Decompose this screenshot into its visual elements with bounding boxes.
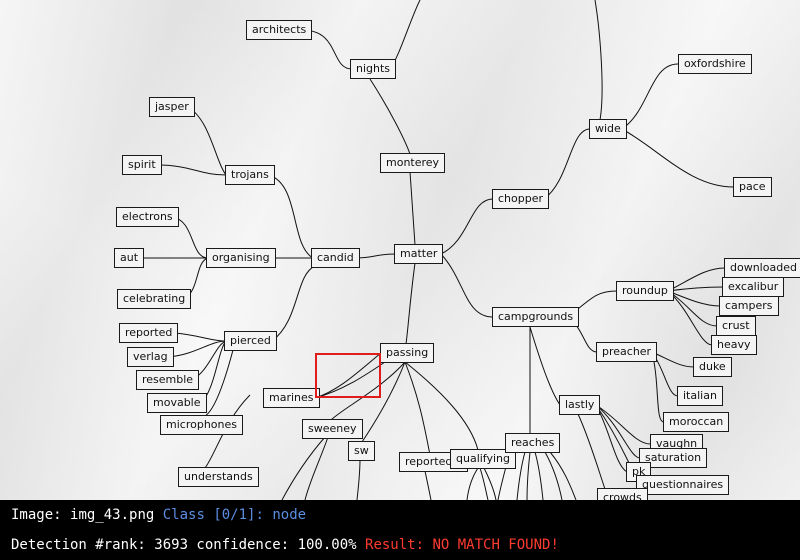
node-matter[interactable]: matter <box>394 244 446 266</box>
node-moroccan[interactable]: moroccan <box>663 412 732 434</box>
node-resemble[interactable]: resemble <box>136 370 202 392</box>
node-understands[interactable]: understands <box>178 467 261 489</box>
edge <box>173 332 227 342</box>
edge <box>424 470 432 500</box>
node-duke[interactable]: duke <box>693 357 734 379</box>
edge <box>516 451 526 500</box>
edge <box>204 394 251 469</box>
edge <box>404 361 479 451</box>
edge <box>651 351 695 368</box>
edge <box>268 174 314 259</box>
node-oxfordshire[interactable]: oxfordshire <box>678 54 754 76</box>
node-downloaded[interactable]: downloaded <box>724 258 800 280</box>
edge <box>409 171 416 246</box>
node-candid[interactable]: candid <box>311 248 362 270</box>
node-pace[interactable]: pace <box>733 177 774 199</box>
edge <box>595 404 641 459</box>
edge <box>187 106 227 176</box>
node-italian[interactable]: italian <box>677 386 725 408</box>
edge <box>404 361 431 456</box>
edge <box>361 361 406 443</box>
image-label: Image: <box>11 507 62 523</box>
node-passing[interactable]: passing <box>380 343 437 365</box>
edge <box>204 349 234 417</box>
edge <box>534 451 544 500</box>
node-architects[interactable]: architects <box>246 20 315 42</box>
edge <box>440 253 494 318</box>
node-trojans[interactable]: trojans <box>225 165 277 187</box>
edge <box>301 29 353 70</box>
node-qualifying[interactable]: qualifying <box>450 449 519 471</box>
status-bar: Image: img_43.png Class [0/1]: node Dete… <box>0 500 800 560</box>
edge <box>479 467 489 500</box>
node-campgrounds[interactable]: campgrounds <box>492 307 582 329</box>
node-organising[interactable]: organising <box>206 248 278 270</box>
node-reported[interactable]: reported <box>119 323 181 345</box>
node-roundup[interactable]: roundup <box>616 281 676 303</box>
node-movable[interactable]: movable <box>147 393 209 415</box>
node-heavy[interactable]: heavy <box>711 335 758 357</box>
edge <box>354 253 396 259</box>
node-wide[interactable]: wide <box>589 119 629 141</box>
edge <box>529 326 561 406</box>
edge <box>271 265 316 342</box>
detection-highlight-box <box>315 353 381 398</box>
node-questionnaires[interactable]: questionnaires <box>636 475 732 497</box>
edge <box>157 164 227 176</box>
node-marines[interactable]: marines <box>263 388 322 410</box>
edges-layer <box>139 0 735 500</box>
edge <box>667 286 724 292</box>
edge <box>667 290 718 327</box>
edge <box>543 128 591 200</box>
node-sweeney[interactable]: sweeney <box>302 419 365 441</box>
class-name: node <box>272 507 307 523</box>
image-info-line: Image: img_43.png Class [0/1]: node <box>11 507 306 523</box>
edge <box>356 458 361 500</box>
node-chopper[interactable]: chopper <box>492 189 552 211</box>
detection-line: Detection #rank: 3693 confidence: 100.00… <box>11 537 559 553</box>
node-spirit[interactable]: spirit <box>122 155 164 177</box>
node-microphones[interactable]: microphones <box>160 415 245 437</box>
detection-text: Detection #rank: 3693 confidence: 100.00… <box>11 537 357 553</box>
edge <box>466 467 479 500</box>
edge <box>440 198 494 255</box>
node-reaches[interactable]: reaches <box>505 433 563 455</box>
node-jasper[interactable]: jasper <box>149 97 197 119</box>
node-sw[interactable]: sw <box>348 441 377 463</box>
node-preacher[interactable]: preacher <box>596 342 660 364</box>
node-pierced[interactable]: pierced <box>224 331 279 353</box>
edge <box>544 451 563 500</box>
node-nights[interactable]: nights <box>350 59 399 81</box>
edge <box>304 436 329 500</box>
node-crowds[interactable]: crowds <box>597 488 650 500</box>
image-name: img_43.png <box>70 507 155 523</box>
edge <box>577 413 607 493</box>
edge <box>167 340 227 358</box>
edge <box>483 467 497 500</box>
edge <box>595 404 651 445</box>
node-celebrating[interactable]: celebrating <box>117 289 194 311</box>
node-verlag[interactable]: verlag <box>127 347 176 369</box>
edge <box>281 436 326 500</box>
diagram-canvas: architects nights jasper spirit trojans … <box>0 0 800 500</box>
node-lastly[interactable]: lastly <box>559 395 603 417</box>
node-excalibur[interactable]: excalibur <box>722 277 787 299</box>
node-electrons[interactable]: electrons <box>116 207 181 229</box>
edge <box>526 451 531 500</box>
edge <box>549 451 577 500</box>
node-campers[interactable]: campers <box>719 296 781 318</box>
edge <box>369 78 411 155</box>
result-text: Result: NO MATCH FOUND! <box>365 537 559 553</box>
node-crust[interactable]: crust <box>716 316 758 338</box>
class-text: Class [0/1]: <box>162 507 264 523</box>
edge <box>594 0 603 121</box>
node-monterey[interactable]: monterey <box>380 153 448 175</box>
edge <box>314 352 382 399</box>
edge <box>621 63 679 130</box>
edge <box>621 128 735 188</box>
node-aut[interactable]: aut <box>114 248 147 270</box>
edge <box>405 262 416 345</box>
